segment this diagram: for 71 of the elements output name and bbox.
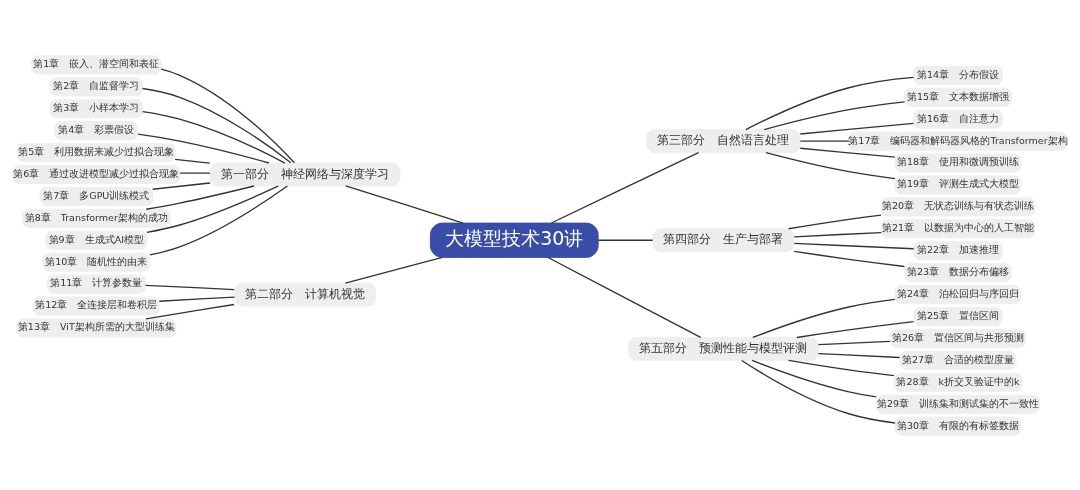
connector <box>765 151 896 179</box>
node-box: 第14章 分布假设 <box>913 65 1003 85</box>
node-box: 第22章 加速推理 <box>913 240 1003 260</box>
connector <box>158 295 236 302</box>
connector <box>345 184 464 224</box>
connector <box>787 359 895 376</box>
node-box: 第二部分 计算机视觉 <box>234 282 377 306</box>
connector <box>597 239 654 241</box>
node-box: 第21章 以数据为中心的人工智能 <box>880 218 1036 238</box>
node-box: 第24章 泊松回归与序回归 <box>894 284 1022 304</box>
node-box: 第30章 有限的有标签数据 <box>894 416 1022 436</box>
node-box: 第13章 ViT架构所需的大型训练集 <box>16 317 177 337</box>
node-box: 第12章 全连接层和卷积层 <box>32 296 160 316</box>
connector <box>145 303 235 319</box>
connector <box>141 110 286 164</box>
connector <box>547 256 702 338</box>
node-box: 第25章 置信区间 <box>913 306 1003 326</box>
node-box: 第五部分 预测性能与模型评测 <box>628 336 819 361</box>
connector <box>793 242 915 249</box>
node-box: 第26章 置信区间与共形预测 <box>889 328 1027 348</box>
node-box: 第20章 无状态训练与有状态训练 <box>880 196 1036 216</box>
node-box: 第27章 合适的模型度量 <box>899 350 1017 370</box>
node-box: 第三部分 自然语言处理 <box>646 128 801 153</box>
connector <box>796 320 915 338</box>
connector <box>787 213 882 229</box>
node-box: 第23章 数据分布偏移 <box>904 262 1012 282</box>
connector <box>141 87 292 163</box>
connector <box>145 184 255 210</box>
connector <box>799 139 850 142</box>
connector <box>152 181 211 190</box>
connector <box>174 158 211 164</box>
connector <box>752 298 896 338</box>
connector <box>137 133 270 164</box>
connector <box>763 100 906 130</box>
node-box: 第3章 小样本学习 <box>49 98 143 118</box>
connector <box>817 340 891 345</box>
node-box: 第4章 彩票假设 <box>54 120 139 140</box>
node-box: 第9章 生成式AI模型 <box>45 230 148 250</box>
connector <box>817 352 901 358</box>
node-box: 第2章 自监督学习 <box>49 76 143 96</box>
node-box: 第16章 自注意力 <box>913 109 1003 129</box>
connector <box>793 231 882 237</box>
connector <box>751 359 877 398</box>
node-box: 第8章 Transformer架构的成功 <box>21 208 171 228</box>
node-box: 第四部分 生产与部署 <box>652 227 795 252</box>
node-box: 第15章 文本数据增强 <box>904 87 1012 107</box>
node-box: 第11章 计算参数量 <box>46 274 146 294</box>
connector <box>745 76 915 130</box>
connector <box>160 68 295 163</box>
node-box: 第19章 评测生成式大模型 <box>894 174 1022 194</box>
node-box: 第5章 利用数据来减少过拟合现象 <box>17 142 176 162</box>
node-box: 第7章 多GPU训练模式 <box>39 186 153 206</box>
connector <box>741 359 896 424</box>
node-box: 第1章 嵌入、潜空间和表征 <box>31 54 162 74</box>
connector <box>149 184 289 255</box>
connector <box>146 184 279 233</box>
node-box: 第10章 随机性的由来 <box>42 252 151 272</box>
node-box: 第17章 编码器和解码器风格的Transformer架构 <box>848 131 1068 151</box>
node-box: 第18章 使用和微调预训练 <box>894 153 1022 173</box>
node-box: 第6章 通过改进模型减少过拟合现象 <box>12 164 181 184</box>
connector <box>550 151 700 224</box>
node-box: 第一部分 神经网络与深度学习 <box>209 162 401 186</box>
node-box: 第29章 训练集和测试集的不一致性 <box>876 394 1040 414</box>
connector <box>144 284 235 290</box>
connector <box>793 250 906 267</box>
node-box: 第28章 k折交叉验证中的k <box>893 372 1023 392</box>
connector <box>799 122 915 135</box>
node-box: 大模型技术30讲 <box>429 222 599 258</box>
connector <box>799 147 896 158</box>
connector <box>344 256 444 284</box>
connector <box>179 171 211 174</box>
